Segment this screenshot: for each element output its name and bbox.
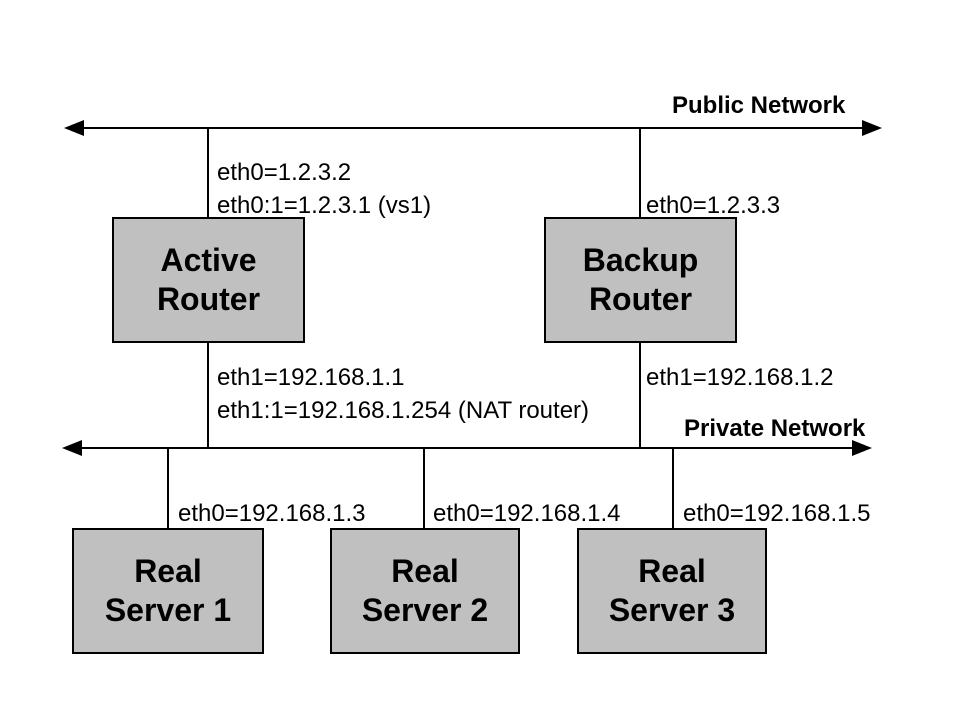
real-server-3-label: Real Server 3	[608, 553, 736, 628]
real-server-2-box: Real Server 2	[330, 528, 520, 654]
backup-router-box: Backup Router	[544, 217, 737, 343]
real-server-3-link-line	[672, 448, 674, 529]
active-router-public-link-line	[207, 128, 209, 218]
real-server-1-interface-label: eth0=192.168.1.3	[178, 500, 366, 527]
backup-router-public-link-line	[639, 128, 641, 218]
real-server-1-label: Real Server 1	[104, 553, 232, 628]
arrowhead-right-icon	[852, 440, 872, 456]
real-server-1-link-line	[167, 448, 169, 529]
active-router-box: Active Router	[112, 217, 305, 343]
arrowhead-right-icon	[862, 120, 882, 136]
real-server-3-box: Real Server 3	[577, 528, 767, 654]
arrowhead-left-icon	[64, 120, 84, 136]
real-server-2-label: Real Server 2	[361, 553, 489, 628]
backup-router-private-link-line	[639, 342, 641, 448]
active-router-private-link-line	[207, 342, 209, 448]
real-server-2-link-line	[423, 448, 425, 529]
real-server-3-interface-label: eth0=192.168.1.5	[683, 500, 871, 527]
public-network-line	[78, 127, 868, 129]
active-router-label: Active Router	[156, 242, 261, 317]
backup-router-label: Backup Router	[582, 242, 699, 317]
private-network-line	[76, 447, 854, 449]
arrowhead-left-icon	[62, 440, 82, 456]
public-network-label: Public Network	[672, 92, 846, 119]
backup-router-public-interfaces-label: eth0=1.2.3.3	[646, 192, 781, 219]
backup-router-private-interfaces-label: eth1=192.168.1.2	[646, 364, 834, 391]
active-router-private-interfaces-label: eth1=192.168.1.1 eth1:1=192.168.1.254 (N…	[217, 364, 590, 424]
real-server-1-box: Real Server 1	[72, 528, 264, 654]
active-router-public-interfaces-label: eth0=1.2.3.2 eth0:1=1.2.3.1 (vs1)	[217, 159, 432, 219]
private-network-label: Private Network	[684, 415, 866, 442]
real-server-2-interface-label: eth0=192.168.1.4	[433, 500, 621, 527]
